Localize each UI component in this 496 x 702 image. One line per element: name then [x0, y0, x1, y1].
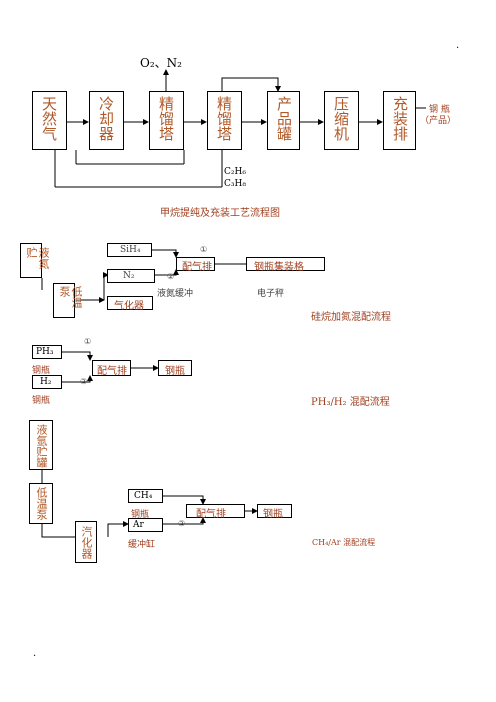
unit-label: 低温泵	[58, 286, 83, 308]
mixer-4: 配气排	[186, 504, 245, 520]
mixer-3: 配气排	[92, 360, 131, 377]
marker-1: ①	[200, 245, 208, 254]
ch4-source: CH₄	[128, 489, 163, 503]
cryo-pump: 低温泵	[53, 283, 83, 318]
line-sih4-mixer	[152, 249, 179, 258]
ar-source: Ar	[128, 518, 163, 532]
caption-methane: 甲烷提纯及充装工艺流程图	[160, 208, 280, 219]
unit-label: 汽化器	[80, 526, 93, 559]
ph3-source: PH₃	[32, 345, 62, 359]
vaporizer: 气化器	[107, 296, 153, 312]
line-ch4-mixer	[163, 495, 206, 505]
ar-buffer-label: 缓冲缸	[128, 540, 156, 550]
marker-2: ②	[167, 272, 175, 281]
h2-source: H₂	[32, 375, 62, 389]
cylinder-rack: 钢瓶集装格	[246, 257, 325, 273]
output-product-label: （产品）	[420, 116, 457, 126]
n2-source: N₂	[107, 269, 155, 283]
unit-label: 压缩机	[332, 96, 350, 141]
unit-label: SiH₄	[120, 245, 141, 255]
vaporizer-4: 汽化器	[75, 521, 97, 563]
unit-column-1: 精馏塔	[149, 91, 184, 150]
footer-mark: .	[33, 648, 37, 659]
unit-filling-rack: 充装排	[383, 91, 416, 150]
scale-label: 电子秤	[257, 289, 285, 299]
caption-silane: 硅烷加氮混配流程	[311, 312, 391, 323]
unit-label: 配气排	[182, 262, 212, 273]
line-pump-vap4	[41, 524, 89, 540]
unit-label: H₂	[40, 377, 52, 387]
unit-column-2: 精馏塔	[207, 91, 242, 150]
unit-compressor: 压缩机	[324, 91, 359, 150]
cylinder-4: 钢瓶	[257, 504, 292, 520]
unit-label: 配气排	[97, 366, 127, 377]
line-ph3-mixer	[62, 351, 93, 361]
unit-label: 气化器	[114, 301, 144, 312]
marker-1: ①	[84, 337, 92, 346]
cylinder-3: 钢瓶	[158, 360, 192, 377]
ch4-cylinder-label: 钢瓶	[131, 510, 150, 520]
unit-label: 钢瓶集装格	[254, 262, 304, 273]
unit-label: 钢瓶	[165, 366, 185, 377]
unit-label: 充装排	[391, 96, 409, 141]
lar-tank: 液氩贮罐	[29, 420, 53, 470]
unit-label: 冷却器	[97, 96, 115, 141]
line-n2-mixer	[155, 269, 179, 276]
unit-label: PH₃	[36, 347, 54, 357]
unit-label: 产品罐	[275, 96, 293, 141]
o2-n2-label: O₂、N₂	[140, 56, 182, 70]
line-vap-n2	[103, 272, 109, 300]
marker-2: ②	[178, 519, 186, 528]
line-col2-loop	[221, 77, 281, 92]
ethane-label: C₂H₆	[224, 167, 246, 177]
unit-label: 低温泵	[35, 487, 48, 520]
header-mark: .	[456, 40, 460, 51]
mixer-2: 配气排	[176, 257, 215, 273]
cryo-pump-4: 低温泵	[29, 483, 53, 524]
unit-label: N₂	[123, 271, 135, 281]
unit-label: 钢瓶	[263, 509, 283, 520]
caption-methane-argon: CH₄/Ar 混配流程	[312, 538, 376, 547]
unit-label: 液氮贮	[25, 247, 50, 269]
line-vap-ar	[107, 521, 129, 537]
ph3-cylinder-label: 钢瓶	[32, 366, 51, 376]
ln2-tank: 液氮贮	[20, 243, 50, 278]
unit-label: 精馏塔	[215, 96, 233, 141]
caption-phosphine: PH₃/H₂ 混配流程	[311, 397, 390, 408]
unit-natural-gas: 天然气	[32, 91, 67, 150]
unit-label: 天然气	[40, 96, 58, 141]
h2-cylinder-label: 钢瓶	[32, 396, 51, 406]
unit-label: Ar	[133, 520, 144, 530]
unit-label: 精馏塔	[157, 96, 175, 141]
unit-cooler: 冷却器	[89, 91, 124, 150]
output-cylinder-label: 钢 瓶	[429, 105, 450, 115]
line-h2-mixer	[62, 375, 93, 383]
unit-label: 配气排	[196, 509, 226, 520]
unit-label: CH₄	[134, 491, 153, 501]
marker-2: ②	[80, 377, 88, 386]
unit-label: 液氩贮罐	[35, 424, 48, 468]
unit-product-tank: 产品罐	[267, 91, 300, 150]
buffer-label: 液氮缓冲	[157, 289, 194, 299]
sih4-source: SiH₄	[107, 243, 152, 257]
propane-label: C₃H₈	[224, 179, 246, 189]
line-ar-mixer	[163, 517, 206, 525]
